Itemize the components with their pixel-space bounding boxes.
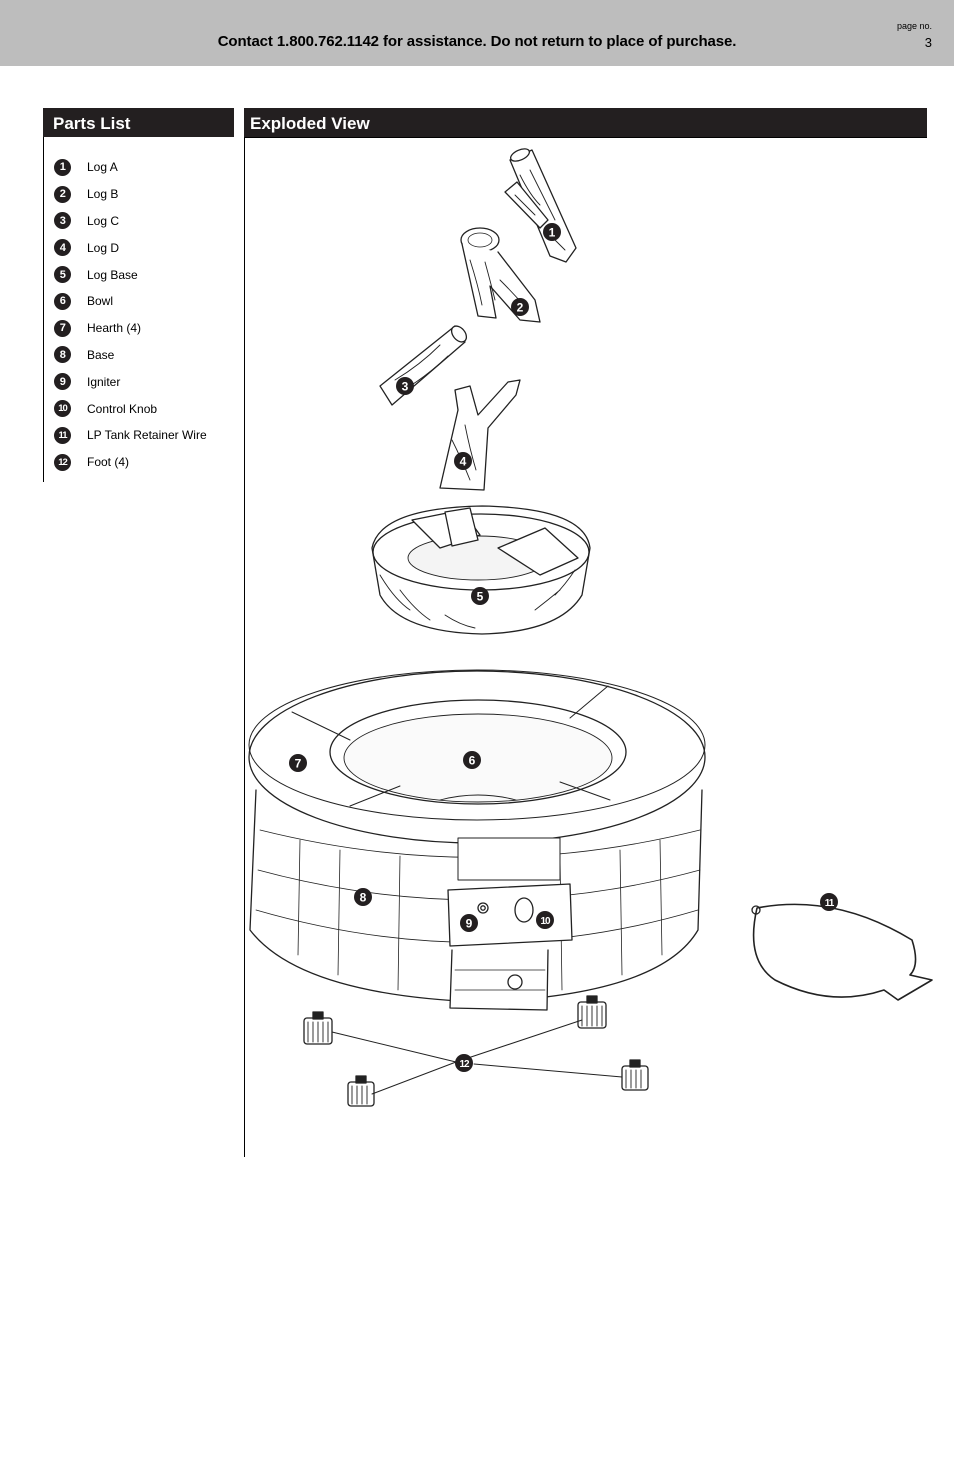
part-name: Foot (4) xyxy=(87,455,130,470)
exploded-view-left-rule xyxy=(244,137,245,1157)
feet-illustration xyxy=(303,995,649,1107)
callout-11: 11 xyxy=(820,893,838,911)
page-header-bar: Contact 1.800.762.1142 for assistance. D… xyxy=(0,0,954,66)
svg-text:3: 3 xyxy=(402,380,409,394)
list-item: 10 Control Knob xyxy=(54,395,207,422)
svg-text:8: 8 xyxy=(360,891,367,905)
part-name: Log B xyxy=(87,187,119,202)
callout-10: 10 xyxy=(536,911,554,929)
svg-text:11: 11 xyxy=(825,898,835,909)
list-item: 6 Bowl xyxy=(54,288,207,315)
part-number-badge: 6 xyxy=(54,292,71,310)
parts-list-left-rule xyxy=(43,137,44,482)
callout-2: 2 xyxy=(511,298,529,316)
part-name: Log D xyxy=(87,240,120,255)
parts-list-heading: Parts List xyxy=(43,108,234,137)
part-name: LP Tank Retainer Wire xyxy=(87,428,207,443)
exploded-view-heading: Exploded View xyxy=(244,108,927,137)
part-number-badge: 5 xyxy=(54,266,71,284)
assistance-contact-text: Contact 1.800.762.1142 for assistance. D… xyxy=(217,33,737,50)
svg-text:10: 10 xyxy=(540,916,551,927)
svg-text:4: 4 xyxy=(460,455,467,469)
part-number-badge: 10 xyxy=(54,400,71,418)
exploded-view-drawing: 1 2 3 4 5 6 7 8 9 10 11 12 xyxy=(248,148,933,1107)
part-number-badge: 8 xyxy=(54,346,71,364)
list-item: 8 Base xyxy=(54,342,207,369)
page-number-label: page no. xyxy=(896,21,932,31)
log-a-illustration xyxy=(504,148,577,263)
svg-text:12: 12 xyxy=(459,1059,470,1070)
list-item: 5 Log Base xyxy=(54,261,207,288)
callout-5: 5 xyxy=(471,587,489,605)
foot-back-right xyxy=(577,995,607,1029)
list-item: 2 Log B xyxy=(54,181,207,208)
part-name: Log C xyxy=(87,213,120,228)
svg-text:7: 7 xyxy=(295,757,302,771)
callout-8: 8 xyxy=(354,888,372,906)
svg-text:6: 6 xyxy=(469,754,476,768)
callout-12: 12 xyxy=(455,1054,473,1072)
callout-4: 4 xyxy=(454,452,472,470)
part-number-badge: 7 xyxy=(54,319,71,337)
page-number: 3 xyxy=(924,35,932,50)
part-number-badge: 9 xyxy=(54,373,71,391)
foot-front-left xyxy=(303,1011,333,1045)
list-item: 12 Foot (4) xyxy=(54,449,207,476)
list-item: 4 Log D xyxy=(54,234,207,261)
part-name: Log A xyxy=(87,160,118,175)
part-number-badge: 1 xyxy=(54,158,71,176)
callout-6: 6 xyxy=(463,751,481,769)
list-item: 1 Log A xyxy=(54,154,207,181)
part-name: Control Knob xyxy=(87,401,158,416)
part-number-badge: 11 xyxy=(54,426,71,444)
fire-pit-illustration xyxy=(248,669,706,1011)
lp-tank-retainer-wire-illustration xyxy=(751,903,933,1001)
svg-text:9: 9 xyxy=(466,917,473,931)
list-item: 9 Igniter xyxy=(54,368,207,395)
part-number-badge: 12 xyxy=(54,453,71,471)
callout-9: 9 xyxy=(460,914,478,932)
callout-3: 3 xyxy=(396,377,414,395)
part-number-badge: 3 xyxy=(54,212,71,230)
foot-front-mid xyxy=(347,1075,375,1107)
part-name: Bowl xyxy=(87,294,114,309)
foot-front-right xyxy=(621,1059,649,1091)
log-d-illustration xyxy=(439,379,521,491)
part-name: Hearth (4) xyxy=(87,321,142,336)
callout-1: 1 xyxy=(543,223,561,241)
svg-text:1: 1 xyxy=(549,226,556,240)
callout-7: 7 xyxy=(289,754,307,772)
part-name: Log Base xyxy=(87,267,138,282)
part-name: Base xyxy=(87,347,115,362)
part-name: Igniter xyxy=(87,374,121,389)
part-number-badge: 2 xyxy=(54,185,71,203)
svg-text:5: 5 xyxy=(477,590,484,604)
part-number-badge: 4 xyxy=(54,239,71,257)
exploded-view-top-rule xyxy=(244,137,927,138)
log-base-illustration xyxy=(371,505,591,635)
list-item: 3 Log C xyxy=(54,208,207,235)
svg-text:2: 2 xyxy=(517,301,524,315)
list-item: 7 Hearth (4) xyxy=(54,315,207,342)
list-item: 11 LP Tank Retainer Wire xyxy=(54,422,207,449)
